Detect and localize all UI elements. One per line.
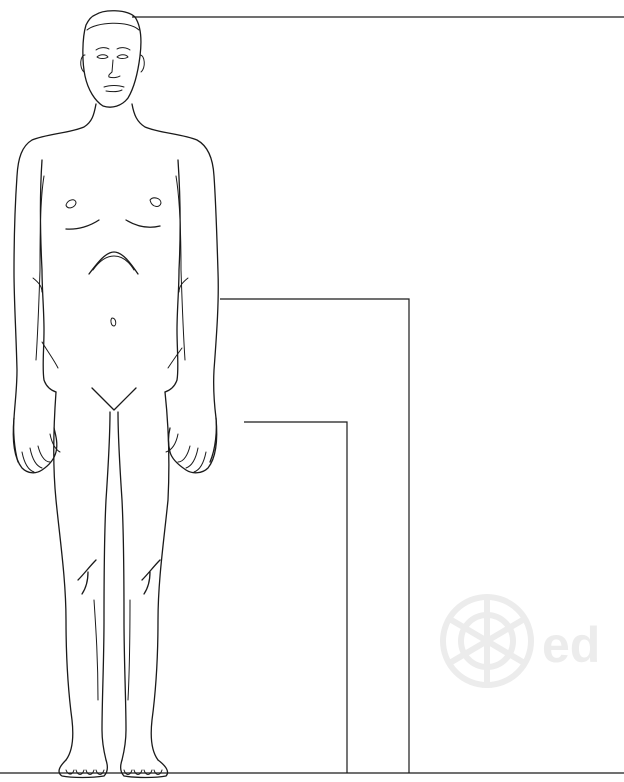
right-hip-crease bbox=[168, 348, 182, 368]
pubic-outline bbox=[92, 388, 136, 410]
hairline bbox=[87, 23, 139, 30]
left-toes bbox=[66, 770, 104, 775]
wrist-height-guide bbox=[244, 422, 347, 773]
nose bbox=[109, 60, 120, 78]
left-armpit bbox=[33, 278, 42, 292]
right-knee bbox=[142, 560, 160, 594]
right-leg-inner bbox=[118, 412, 126, 760]
left-brow bbox=[96, 48, 109, 50]
mouth bbox=[104, 86, 124, 92]
left-leg-inner bbox=[102, 412, 110, 760]
watermark-text: ed bbox=[542, 617, 600, 673]
right-eye bbox=[117, 55, 128, 59]
right-neck-shoulder bbox=[132, 104, 218, 462]
left-nipple bbox=[66, 200, 76, 208]
right-pectoral bbox=[126, 220, 160, 227]
watermark-logo: ed bbox=[443, 597, 600, 685]
left-shin bbox=[94, 600, 98, 700]
ribcage-inner bbox=[93, 256, 134, 270]
right-fingers bbox=[166, 434, 206, 472]
left-eye bbox=[97, 55, 108, 59]
right-torso-side bbox=[165, 160, 180, 392]
right-armpit bbox=[179, 278, 188, 292]
left-hand bbox=[13, 418, 57, 473]
left-knee bbox=[78, 560, 96, 594]
head-outline bbox=[83, 11, 141, 107]
right-shin bbox=[128, 600, 130, 700]
navel bbox=[111, 318, 116, 326]
right-nipple bbox=[150, 198, 161, 207]
left-hip-crease bbox=[42, 342, 58, 368]
human-figure bbox=[13, 11, 218, 778]
ribcage bbox=[89, 252, 138, 274]
right-toes bbox=[124, 770, 162, 775]
left-pectoral bbox=[66, 220, 99, 229]
right-hand bbox=[169, 418, 217, 473]
right-brow bbox=[117, 48, 130, 50]
shoulder-height-guide bbox=[220, 299, 409, 773]
left-torso-side bbox=[41, 160, 57, 392]
right-leg-outer bbox=[151, 392, 169, 760]
right-ear bbox=[140, 55, 144, 72]
